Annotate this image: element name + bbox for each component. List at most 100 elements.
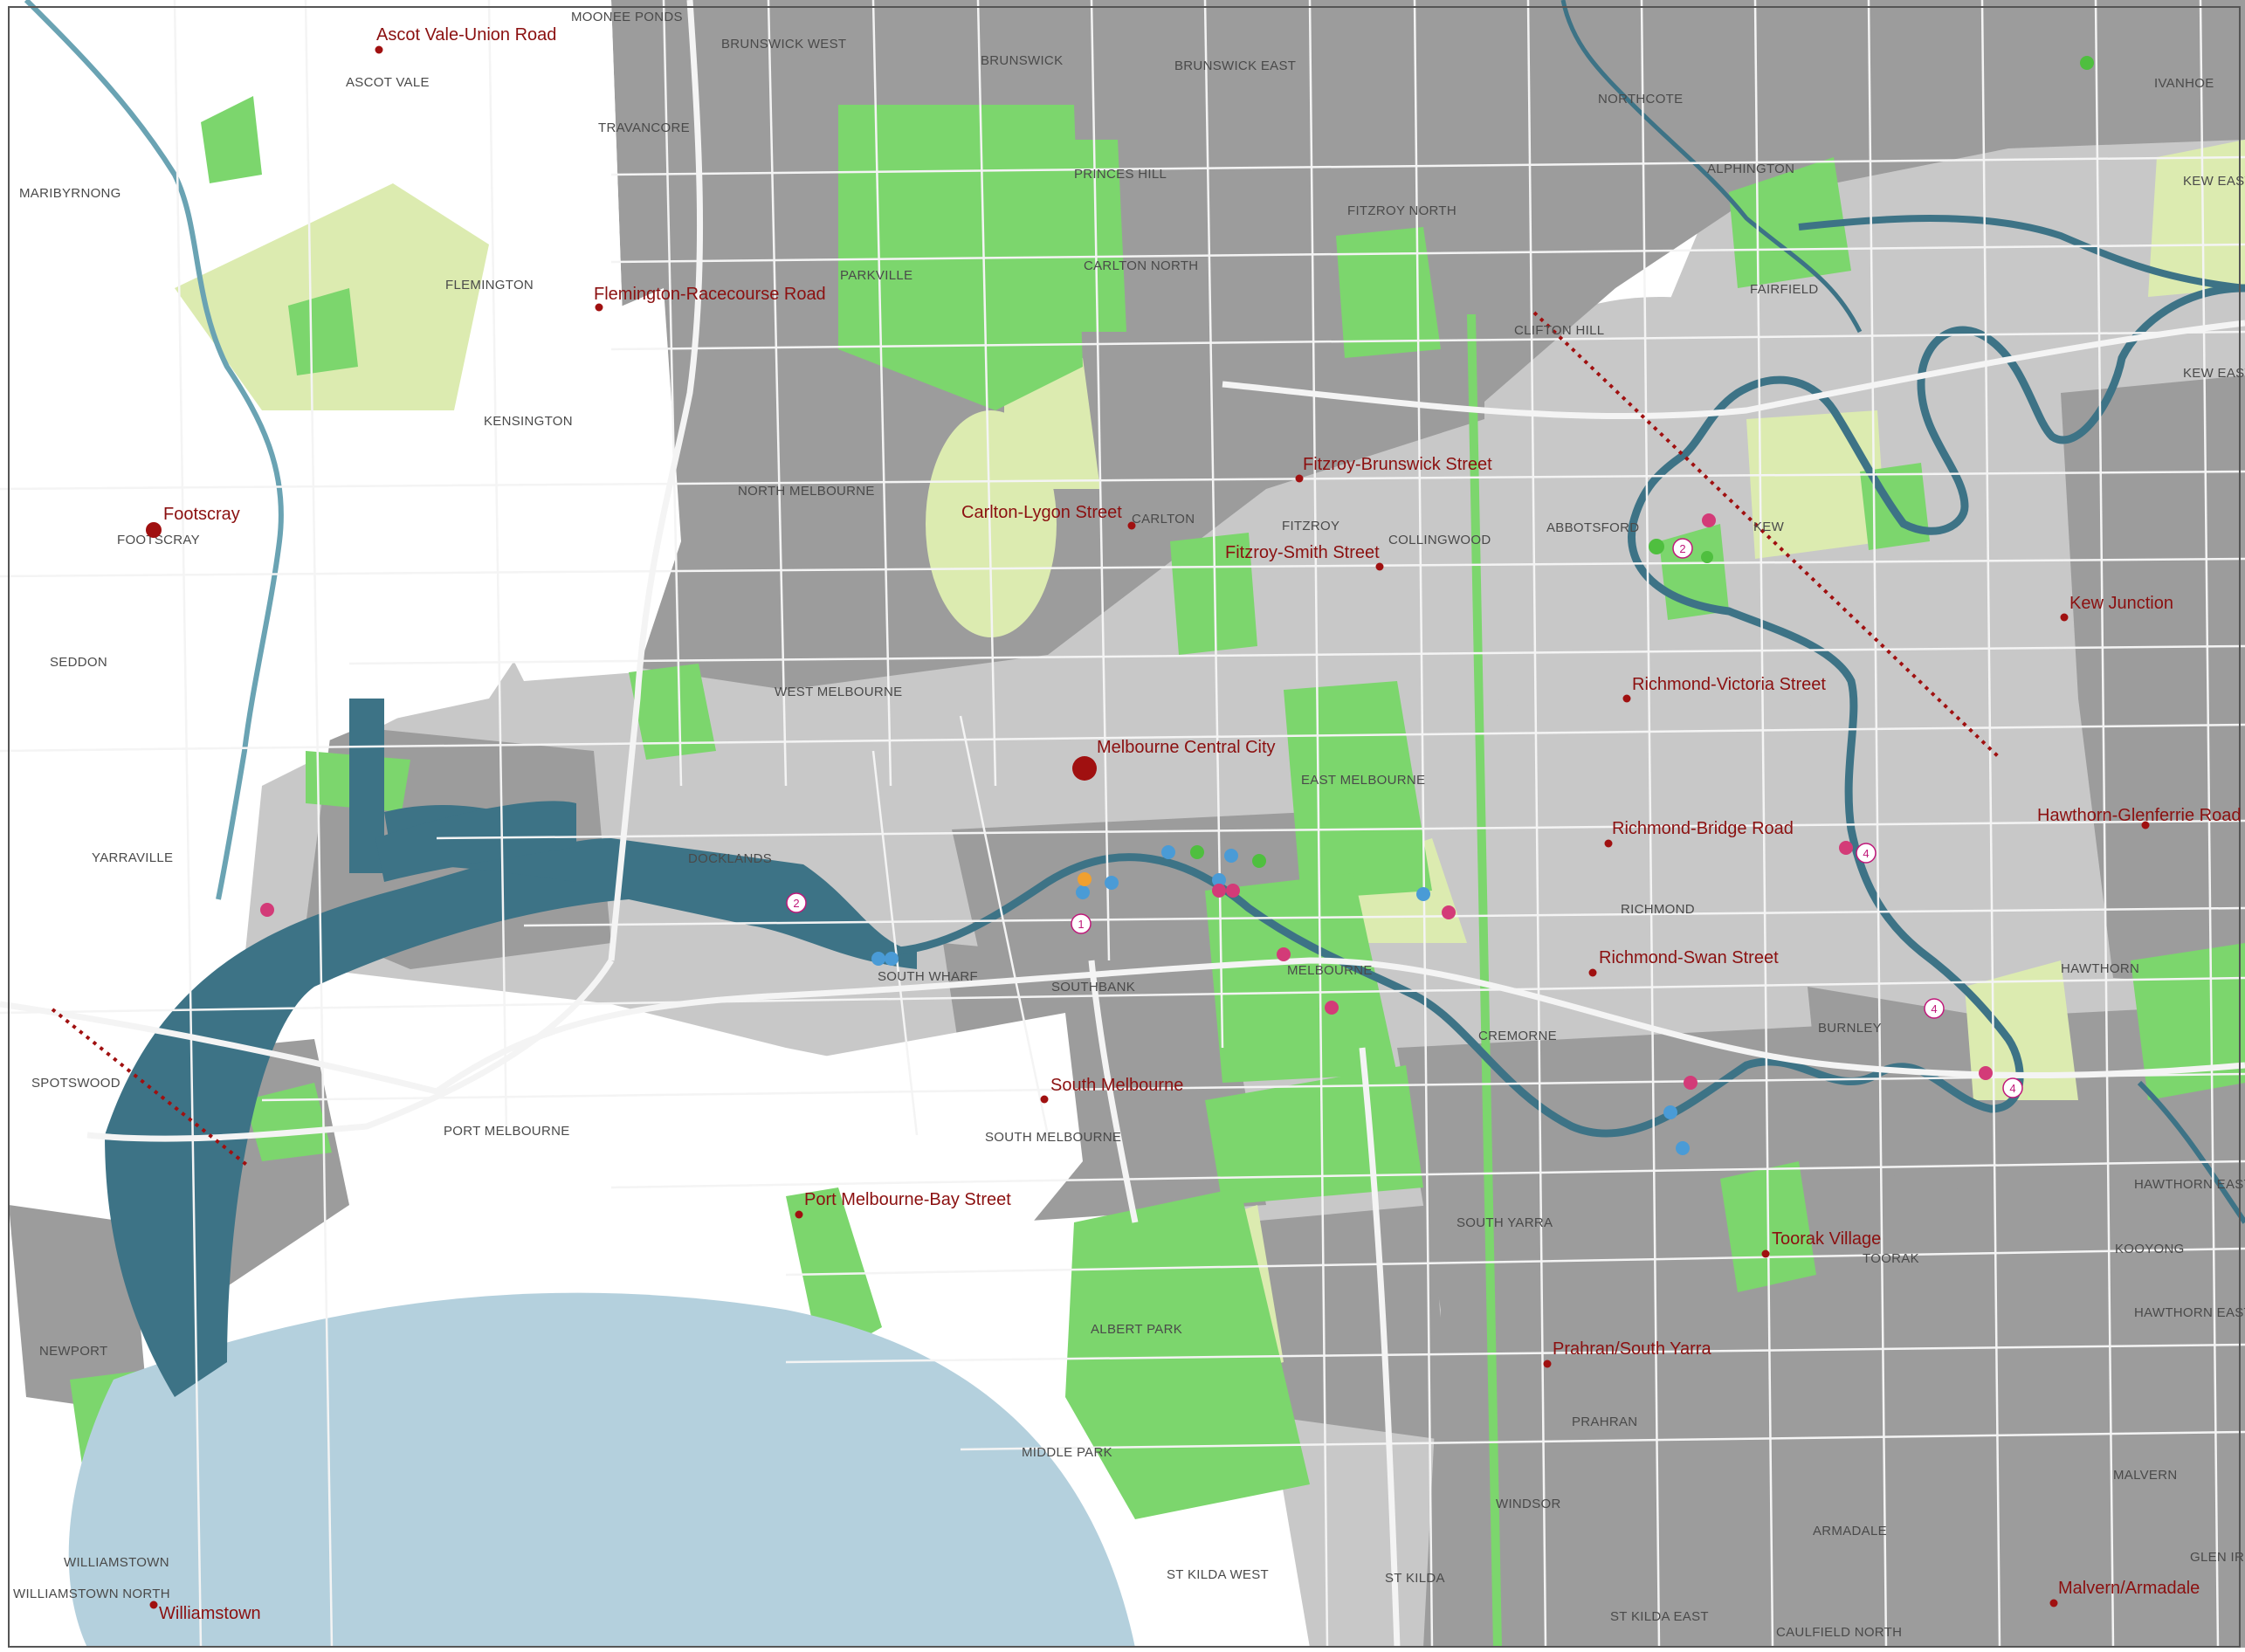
activity-centre-marker[interactable]: South Melbourne: [1040, 1076, 1184, 1104]
lower-yarra-channel: [105, 838, 917, 1397]
activity-centre-marker[interactable]: Richmond-Bridge Road: [1604, 819, 1794, 848]
svg-text:4: 4: [1931, 1002, 1937, 1015]
activity-centre-marker[interactable]: Richmond-Victoria Street: [1622, 675, 1827, 703]
activity-centre-marker[interactable]: Richmond-Swan Street: [1588, 948, 1780, 977]
activity-centre-marker[interactable]: Flemington-Racecourse Road: [594, 285, 826, 312]
gardiners-creek: [2137, 1080, 2245, 1224]
svg-text:Richmond-Bridge Road: Richmond-Bridge Road: [1612, 819, 1794, 838]
svg-text:Richmond-Swan Street: Richmond-Swan Street: [1599, 948, 1779, 967]
suburb-label: SOUTH WHARF: [878, 969, 978, 984]
suburb-label: SOUTH MELBOURNE: [985, 1130, 1121, 1145]
heritage-icon: [1325, 1001, 1339, 1015]
heritage-icon: [1277, 947, 1291, 961]
suburb-label: KENSINGTON: [484, 414, 573, 429]
suburb-label: FAIRFIELD: [1750, 282, 1819, 297]
appleton-dock: [375, 801, 576, 882]
suburb-label: YARRAVILLE: [92, 850, 173, 865]
maribyrnong-river: [24, 0, 284, 900]
suburb-label: MIDDLE PARK: [1022, 1445, 1112, 1460]
badge-marker: 4: [1856, 843, 1877, 864]
svg-text:Williamstown: Williamstown: [159, 1604, 261, 1623]
suburb-labels: MOONEE PONDS BRUNSWICK WEST BRUNSWICK BR…: [13, 10, 2245, 1640]
rail-crossing-east: [1532, 311, 2001, 760]
suburb-label: ALBERT PARK: [1091, 1322, 1182, 1337]
port-phillip-bay: [68, 1292, 1136, 1648]
suburb-label: GLEN IRIS: [2190, 1550, 2245, 1565]
suburb-label: KEW EAST: [2183, 366, 2245, 381]
suburb-label: KEW EAST: [2183, 174, 2245, 189]
suburb-label: FITZROY NORTH: [1347, 203, 1456, 218]
svg-text:Richmond-Victoria Street: Richmond-Victoria Street: [1632, 675, 1826, 694]
suburb-label: PRAHRAN: [1572, 1415, 1637, 1429]
activity-centre-marker[interactable]: Fitzroy-Smith Street: [1225, 543, 1384, 571]
park-icon: [1649, 539, 1664, 554]
suburb-label: FOOTSCRAY: [117, 533, 200, 547]
heritage-icon: [1839, 841, 1853, 855]
activity-centre-marker[interactable]: Malvern/Armadale: [2049, 1579, 2200, 1607]
suburb-label: KOOYONG: [2115, 1242, 2185, 1256]
suburb-label: EAST MELBOURNE: [1301, 773, 1425, 788]
suburb-label: HAWTHORN: [2061, 961, 2139, 976]
activity-centre-marker[interactable]: Williamstown: [149, 1600, 261, 1624]
suburb-label: BRUNSWICK EAST: [1174, 59, 1296, 73]
numbered-badges: 2 1 2 4 4 4: [786, 538, 2023, 1098]
park-icon: [1252, 854, 1266, 868]
activity-centre-marker[interactable]: Port Melbourne-Bay Street: [795, 1190, 1012, 1219]
suburb-label: CARLTON: [1132, 512, 1195, 527]
water-activity-icon: [1076, 885, 1090, 899]
svg-text:Port Melbourne-Bay Street: Port Melbourne-Bay Street: [804, 1190, 1011, 1209]
badge-marker: 4: [2002, 1077, 2023, 1098]
suburb-label: MELBOURNE: [1287, 963, 1373, 978]
activity-centre-marker[interactable]: Prahran/South Yarra: [1543, 1339, 1712, 1368]
activity-centre-marker[interactable]: Fitzroy-Brunswick Street: [1295, 455, 1493, 483]
rail-crossing-markers: [51, 311, 2001, 1168]
suburb-label: NEWPORT: [39, 1344, 108, 1359]
merri-creek: [1560, 0, 1863, 334]
suburb-label: ST KILDA EAST: [1610, 1609, 1709, 1624]
suburb-label: ALPHINGTON: [1707, 162, 1794, 176]
heritage-icon: [1979, 1066, 1993, 1080]
suburb-label: WINDSOR: [1496, 1497, 1561, 1511]
activity-centre-marker[interactable]: Footscray: [146, 505, 240, 538]
activity-centre-marker[interactable]: Carlton-Lygon Street: [961, 503, 1136, 530]
suburb-label: SPOTSWOOD: [31, 1076, 121, 1091]
heritage-icon: [1212, 884, 1226, 898]
suburb-label: SOUTHBANK: [1051, 980, 1135, 995]
activity-centre-marker[interactable]: Ascot Vale-Union Road: [375, 25, 557, 54]
swanson-dock-west: [349, 699, 384, 873]
svg-text:Malvern/Armadale: Malvern/Armadale: [2058, 1579, 2200, 1598]
badge-marker: 2: [786, 892, 807, 913]
svg-text:2: 2: [793, 897, 799, 910]
water-activity-icon: [885, 952, 899, 966]
suburb-label: BRUNSWICK: [981, 53, 1063, 68]
svg-text:Hawthorn-Glenferrie Road: Hawthorn-Glenferrie Road: [2037, 806, 2241, 825]
major-centre-marker[interactable]: Melbourne Central City: [1072, 738, 1276, 781]
suburb-label: WEST MELBOURNE: [775, 685, 902, 699]
suburb-label: PARKVILLE: [840, 268, 912, 283]
suburb-label: FITZROY: [1282, 519, 1339, 533]
water-activity-icon: [1676, 1141, 1690, 1155]
suburb-label: SEDDON: [50, 655, 107, 670]
svg-text:Melbourne Central City: Melbourne Central City: [1097, 738, 1276, 757]
suburb-label: CAULFIELD NORTH: [1776, 1625, 1902, 1640]
heritage-icon: [260, 903, 274, 917]
suburb-label: IVANHOE: [2154, 76, 2214, 91]
activity-centre-marker[interactable]: Kew Junction: [2060, 594, 2173, 622]
svg-text:Flemington-Racecourse Road: Flemington-Racecourse Road: [594, 285, 826, 304]
badge-marker: 2: [1672, 538, 1693, 559]
map-border: [8, 6, 2241, 1648]
suburb-label: FLEMINGTON: [445, 278, 534, 293]
yarra-river-upper: [881, 284, 2245, 1138]
svg-text:Carlton-Lygon Street: Carlton-Lygon Street: [961, 503, 1122, 522]
suburb-label: TOORAK: [1863, 1251, 1919, 1266]
heritage-icon: [1442, 905, 1456, 919]
suburb-label: DOCKLANDS: [688, 851, 772, 866]
svg-text:1: 1: [1078, 918, 1084, 931]
activity-centre-marker[interactable]: Toorak Village: [1761, 1229, 1882, 1258]
svg-text:Kew Junction: Kew Junction: [2069, 594, 2173, 613]
svg-text:4: 4: [2009, 1082, 2015, 1095]
activity-centre-marker[interactable]: Hawthorn-Glenferrie Road: [2037, 806, 2241, 829]
activity-centres: Ascot Vale-Union Road Flemington-Racecou…: [146, 25, 2241, 1623]
waterway-layer: [24, 0, 2245, 1648]
